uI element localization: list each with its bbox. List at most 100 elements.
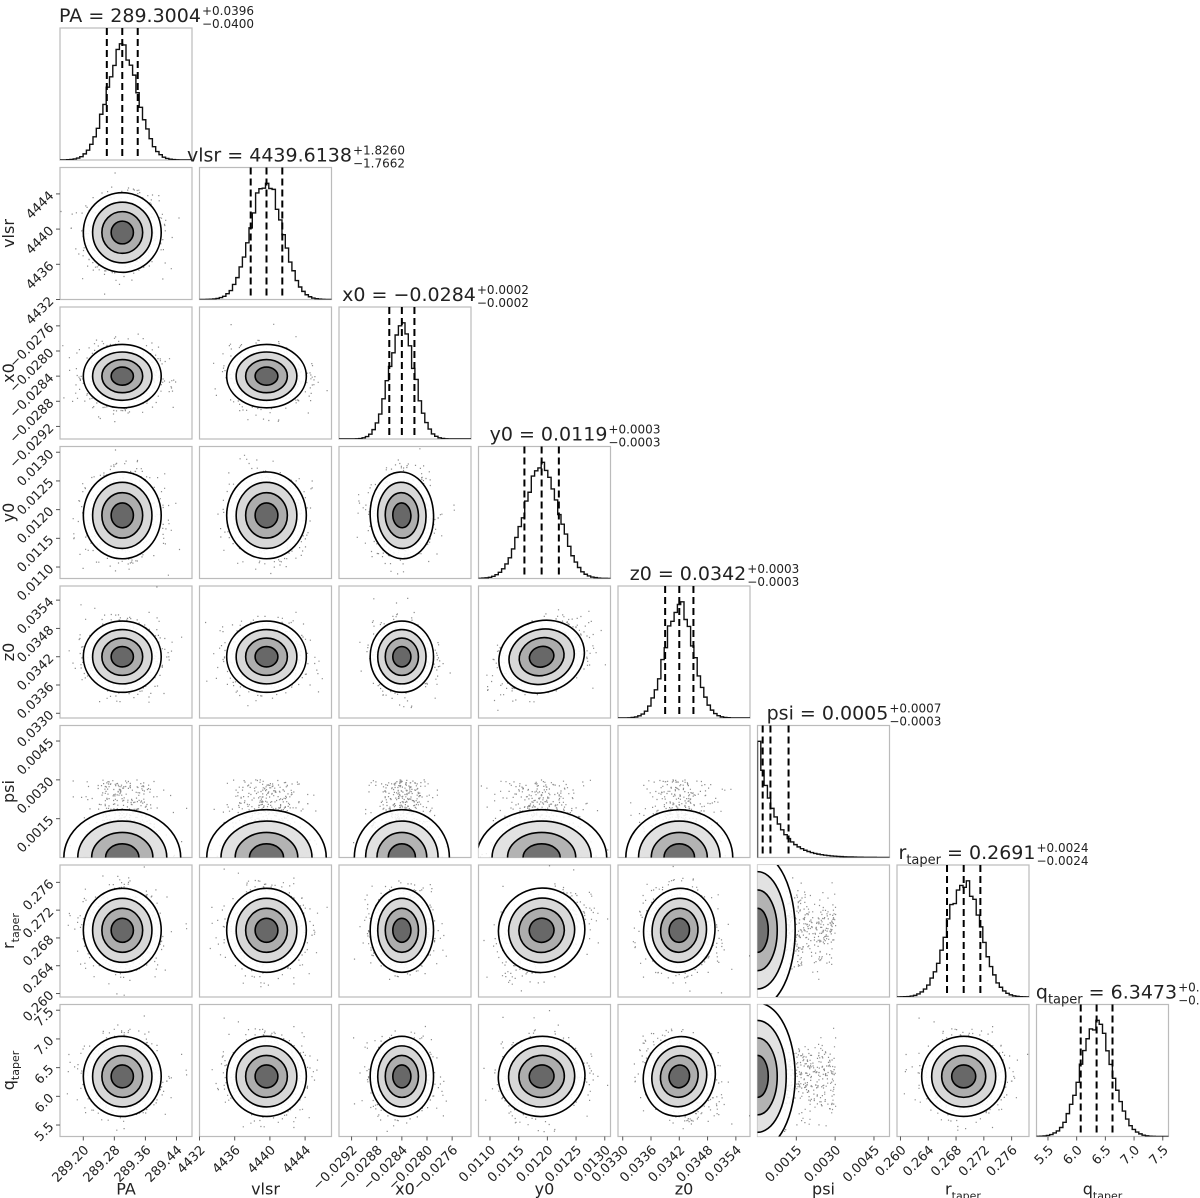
panel-err-plus-q_taper: +0.280 (1178, 981, 1200, 995)
yaxis-label-vlsr: vlsr (0, 219, 18, 248)
panel-q_taper-vs-r_taper (903, 1017, 1029, 1131)
hist-frame-z0 (617, 585, 751, 719)
panel-title-psi: psi = 0.0005 (767, 703, 889, 725)
contour-3 (110, 645, 135, 668)
xtick-label-r_taper: 0.272 (956, 1143, 993, 1180)
contour-3 (528, 645, 555, 668)
contour-3 (254, 502, 279, 529)
xaxis-label-psi: psi (812, 1180, 835, 1198)
panel-err-minus-q_taper: −0.274 (1178, 994, 1200, 1008)
panel-q_taper-vs-y0 (483, 1010, 609, 1133)
panel-psi-vs-y0 (478, 779, 609, 858)
panel-q_taper-vs-psi (757, 1004, 837, 1137)
hist-frame-psi (756, 724, 891, 859)
histogram-PA (60, 43, 192, 160)
xtick-label-vlsr: 4440 (245, 1143, 279, 1177)
panel-err-minus-PA: −0.0400 (202, 17, 254, 31)
panel-title-vlsr: vlsr = 4439.6138 (187, 145, 352, 167)
contour-3 (392, 645, 412, 668)
panel-q_taper-vs-PA (66, 1015, 188, 1131)
panel-r_taper-vs-x0 (353, 880, 447, 980)
panel-y0-vs-vlsr (217, 454, 313, 575)
contour-3 (104, 843, 140, 858)
ytick-label-vlsr: 4440 (23, 224, 57, 258)
ytick-label-psi: 0.0030 (15, 775, 58, 818)
yaxis-label-x0: x0 (0, 363, 18, 383)
panel-err-minus-x0: −0.0002 (477, 296, 529, 310)
xaxis-label-vlsr: vlsr (251, 1180, 280, 1198)
panel-err-minus-psi: −0.0003 (889, 715, 941, 729)
panel-psi-vs-PA (63, 779, 188, 858)
panel-z0-vs-y0 (486, 609, 606, 711)
panel-z0-vs-vlsr (205, 611, 323, 707)
ytick-label-vlsr: 4444 (23, 189, 57, 223)
panel-err-plus-x0: +0.0002 (477, 283, 529, 297)
panel-x0-vs-PA (62, 333, 177, 423)
contour-3 (522, 843, 562, 858)
contour-3 (254, 645, 279, 668)
panel-err-minus-r_taper: −0.0024 (1036, 854, 1088, 868)
panel-title-r_taper: rtaper = 0.2691 (899, 842, 1036, 868)
ytick-label-vlsr: 4436 (23, 259, 57, 293)
panel-psi-vs-x0 (353, 779, 451, 858)
panel-err-minus-z0: −0.0003 (747, 575, 799, 589)
panel-r_taper-vs-y0 (483, 865, 609, 992)
panel-err-minus-vlsr: −1.7662 (353, 157, 405, 171)
contour-3 (110, 366, 135, 386)
contour-3 (757, 907, 770, 954)
xtick-label-q_taper: 6.0 (1060, 1143, 1085, 1168)
histogram-x0 (339, 322, 471, 439)
hist-frame-vlsr (198, 166, 333, 301)
yaxis-label-z0: z0 (0, 643, 18, 662)
yaxis-label-r_taper: rtaper (0, 913, 22, 949)
contour-3 (528, 1064, 555, 1089)
xtick-label-q_taper: 5.5 (1032, 1143, 1057, 1168)
panel-z0-vs-x0 (359, 597, 451, 709)
panel-title-PA: PA = 289.3004 (59, 5, 201, 27)
xtick-label-r_taper: 0.260 (873, 1143, 910, 1180)
panel-psi-vs-z0 (625, 779, 734, 858)
contour-3 (254, 917, 279, 944)
histogram-q_taper (1036, 1019, 1169, 1137)
ytick-label-r_taper: 0.268 (20, 933, 57, 970)
ytick-label-psi: 0.0015 (15, 813, 58, 856)
panel-r_taper-vs-PA (67, 866, 188, 996)
panel-err-plus-PA: +0.0396 (202, 4, 254, 18)
xaxis-label-r_taper: rtaper (945, 1180, 981, 1198)
hist-frame-y0 (477, 445, 612, 580)
ytick-label-r_taper: 0.264 (20, 960, 57, 997)
panel-title-z0: z0 = 0.0342 (630, 563, 747, 585)
panel-z0-vs-PA (68, 586, 183, 703)
ytick-label-r_taper: 0.272 (20, 905, 57, 942)
contour-3 (248, 843, 285, 858)
contour-3 (392, 1064, 412, 1089)
contour-3 (110, 917, 135, 944)
contour-3 (387, 843, 417, 858)
contour-3 (254, 1064, 279, 1089)
panel-title-x0: x0 = −0.0284 (342, 284, 476, 306)
yaxis-label-q_taper: qtaper (0, 1050, 22, 1090)
ytick-label-q_taper: 7.0 (32, 1034, 57, 1059)
panel-y0-vs-PA (72, 449, 181, 576)
panel-r_taper-vs-z0 (632, 865, 750, 994)
xtick-label-r_taper: 0.276 (984, 1143, 1021, 1180)
histogram-y0 (478, 461, 611, 579)
xtick-label-vlsr: 4444 (280, 1143, 314, 1177)
yaxis-label-y0: y0 (0, 503, 18, 523)
panel-y0-vs-x0 (356, 448, 455, 575)
xaxis-label-z0: z0 (675, 1180, 694, 1198)
panel-vlsr-vs-PA (60, 172, 180, 295)
xtick-label-q_taper: 6.5 (1089, 1143, 1114, 1168)
panel-q_taper-vs-x0 (353, 1025, 447, 1132)
ytick-label-r_taper: 0.276 (20, 877, 57, 914)
xaxis-label-x0: x0 (395, 1180, 415, 1198)
panel-r_taper-vs-vlsr (209, 868, 328, 988)
contour-3 (391, 502, 412, 529)
contour-3 (757, 1054, 770, 1099)
contour-3 (110, 220, 135, 245)
hist-frame-q_taper (1035, 1003, 1170, 1138)
contour-3 (110, 502, 135, 529)
xtick-label-r_taper: 0.264 (900, 1143, 937, 1180)
panel-err-plus-vlsr: +1.8260 (353, 144, 405, 158)
